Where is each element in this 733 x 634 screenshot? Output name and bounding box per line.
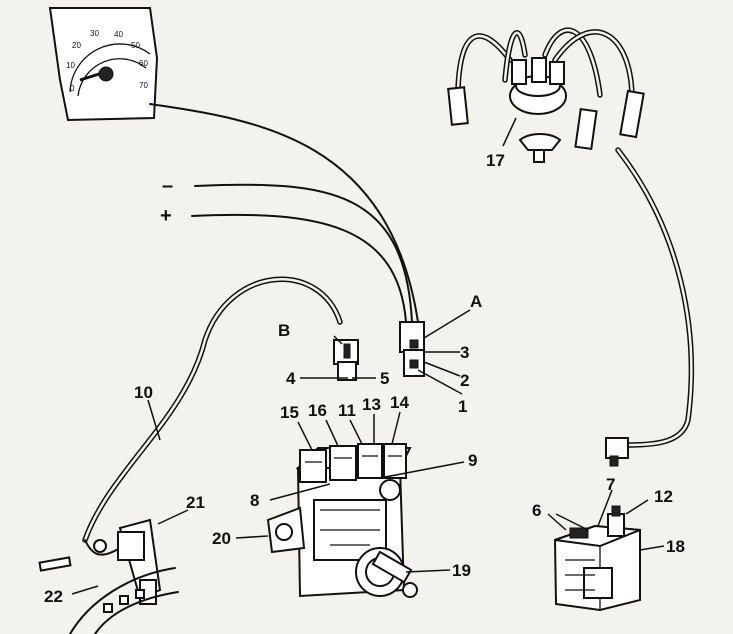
callout-10: 10 (134, 383, 153, 402)
terminal-13-14 (383, 443, 407, 479)
callout-4: 4 (286, 369, 296, 388)
spark-plug-boot (574, 107, 598, 151)
callout-labels: – + A B 3 2 1 4 5 10 15 16 11 13 14 9 8 … (44, 151, 685, 606)
gauge-hub (98, 66, 114, 82)
callout-14: 14 (390, 393, 409, 412)
gauge-tick: 30 (90, 29, 99, 38)
terminal-11 (357, 443, 383, 479)
ignition-coil (553, 505, 641, 612)
callout-3: 3 (460, 343, 469, 362)
callout-13: 13 (362, 395, 381, 414)
callout-7: 7 (606, 475, 615, 494)
callout-a: A (470, 292, 482, 311)
positive-sign: + (160, 205, 172, 227)
spark-plug-boot (619, 89, 645, 139)
callout-22: 22 (44, 587, 63, 606)
callout-1: 1 (458, 397, 467, 416)
callout-20: 20 (212, 529, 231, 548)
leader-lines (71, 117, 665, 595)
callout-11: 11 (338, 401, 356, 420)
callout-12: 12 (654, 487, 673, 506)
high-tension-terminal (607, 513, 625, 537)
callout-9: 9 (468, 451, 477, 470)
gauge-tick: 70 (139, 81, 148, 90)
callout-8: 8 (250, 491, 259, 510)
gauge-tick: 40 (114, 30, 123, 39)
terminal-16 (329, 445, 357, 481)
tach-wire (149, 103, 419, 323)
connector-a (399, 321, 425, 377)
callout-b: B (278, 321, 290, 340)
callout-18: 18 (666, 537, 685, 556)
callout-15: 15 (280, 403, 299, 422)
callout-19: 19 (452, 561, 471, 580)
gauge-tick: 20 (72, 41, 81, 50)
coil-connector (605, 437, 629, 467)
callout-21: 21 (186, 493, 205, 512)
wires (82, 103, 695, 556)
negative-sign: – (162, 175, 173, 197)
gauge-tick: 10 (66, 61, 75, 70)
callout-5: 5 (380, 369, 389, 388)
callout-17: 17 (486, 151, 505, 170)
tachometer-gauge: 0 10 20 30 40 50 60 70 (48, 7, 159, 122)
callout-2: 2 (460, 371, 469, 390)
spark-plug-boot (447, 86, 469, 126)
terminal-15 (299, 449, 327, 483)
positive-wire (191, 213, 407, 323)
gauge-tick: 50 (131, 41, 140, 50)
flywheel (38, 556, 179, 634)
mounting-bolt (38, 556, 72, 572)
rotor (518, 133, 562, 151)
distributor-cap-assembly (447, 27, 645, 163)
ignition-module (266, 443, 418, 598)
negative-wire (194, 183, 413, 323)
crankshaft-sensor (93, 518, 162, 605)
connector-b (333, 339, 359, 381)
coil-cable (615, 147, 695, 448)
callout-6: 6 (532, 501, 541, 520)
gauge-tick: 0 (70, 84, 75, 93)
gauge-tick: 60 (139, 59, 148, 68)
callout-16: 16 (308, 401, 327, 420)
